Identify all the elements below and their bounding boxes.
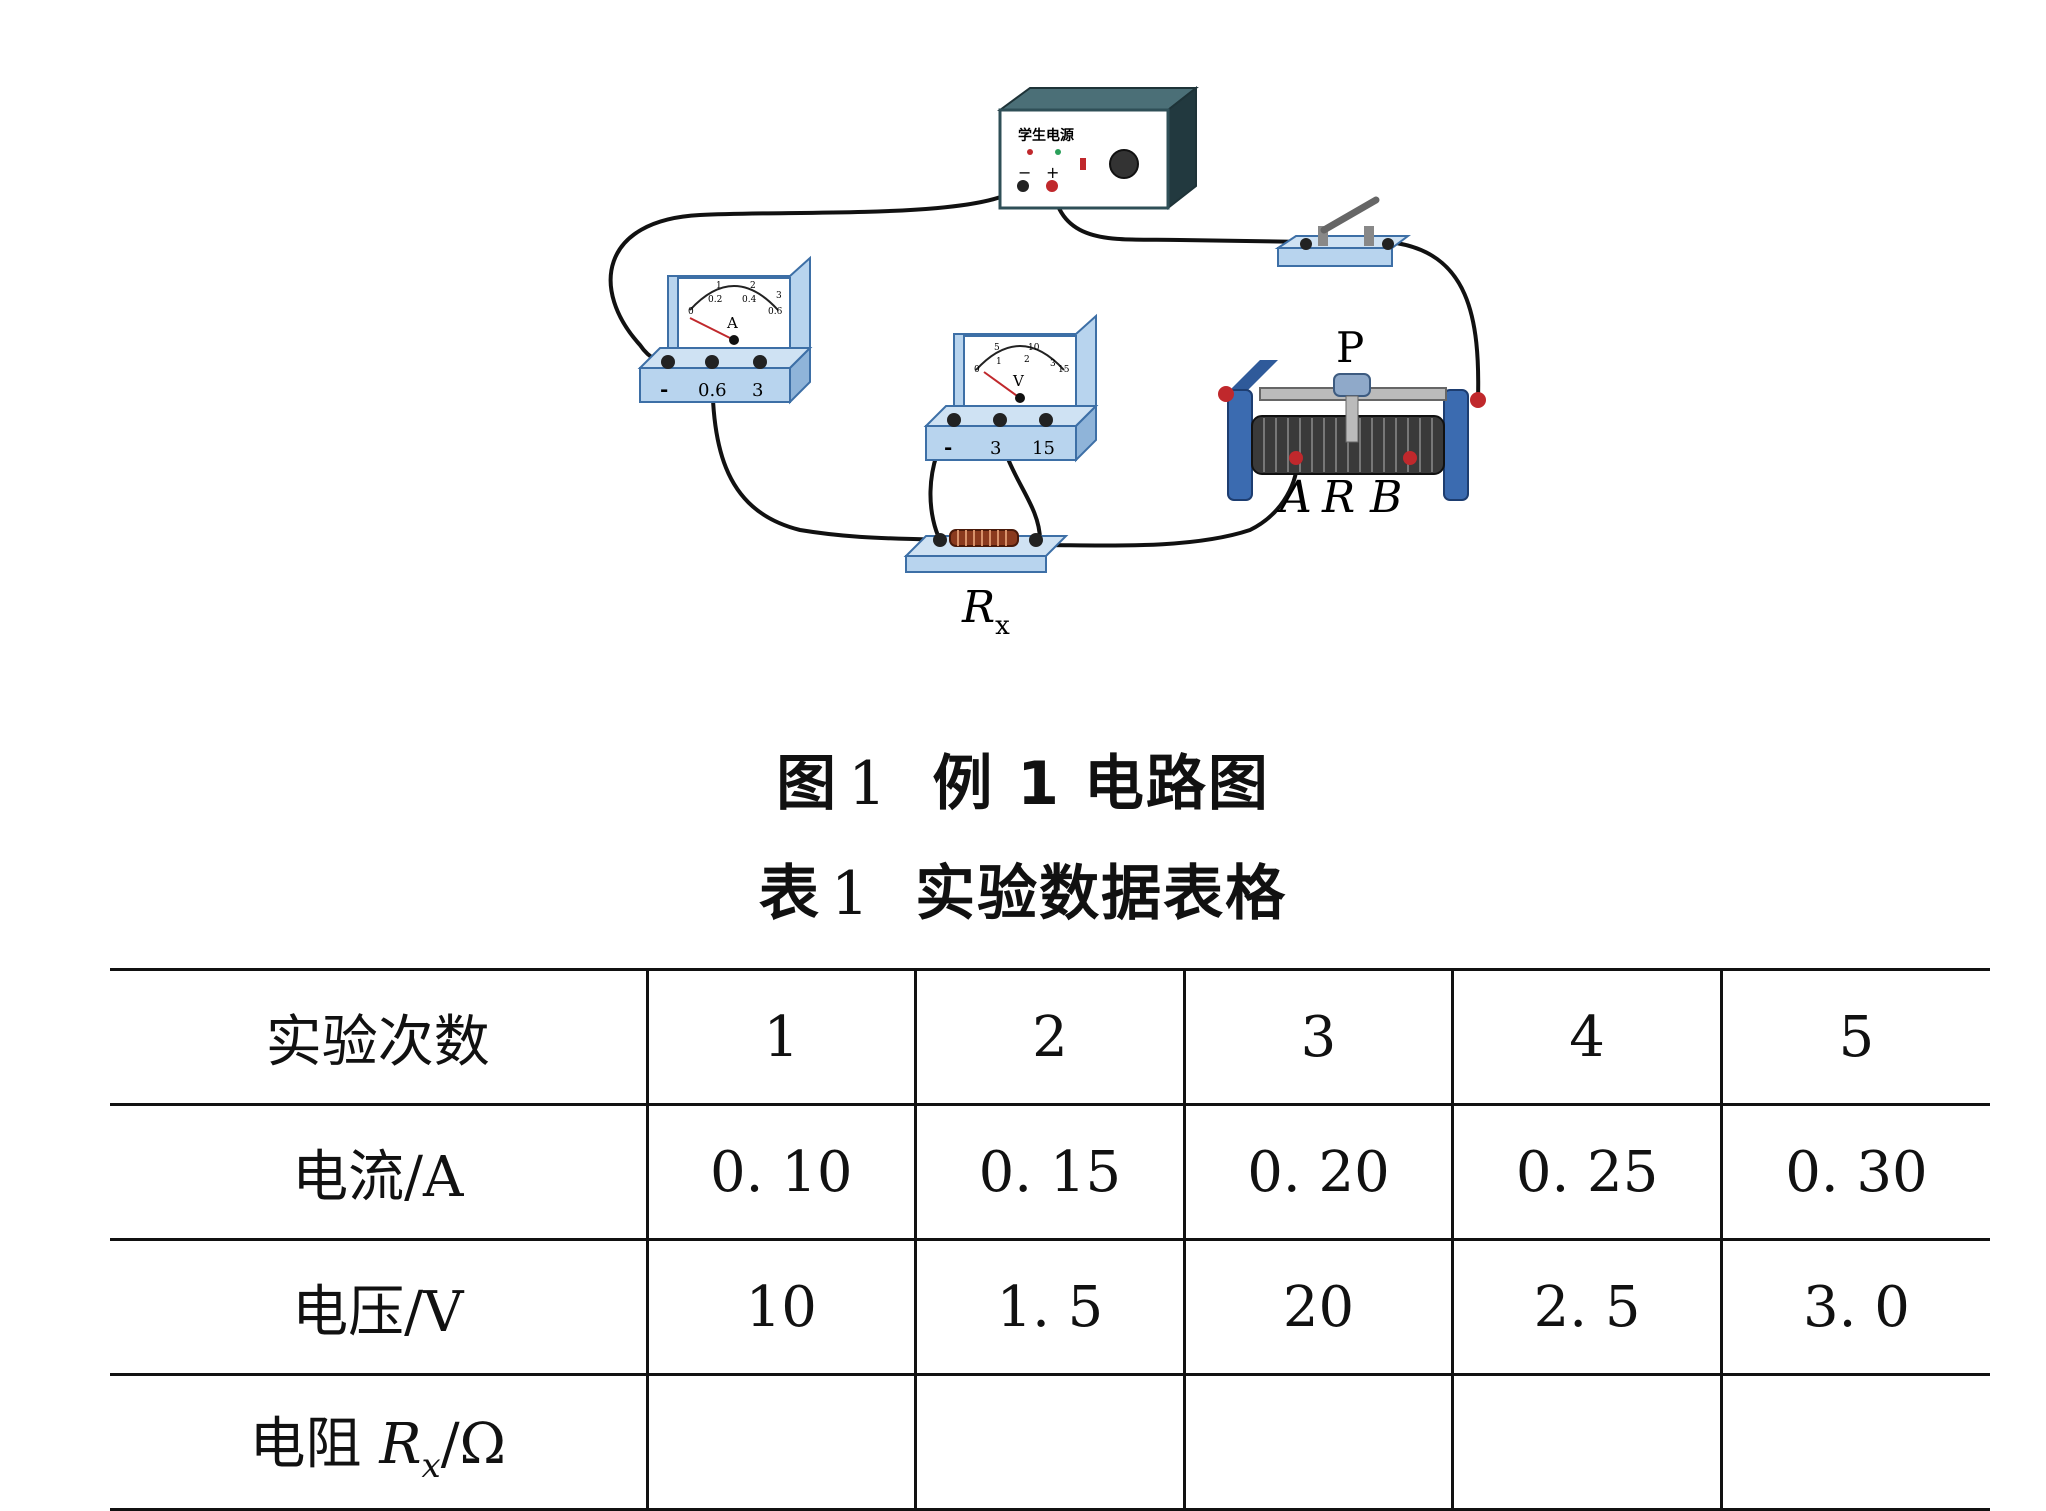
- table-cell: 4: [1451, 968, 1722, 1106]
- ammeter-tick-0: 0: [688, 307, 694, 317]
- resistance-unit: /Ω: [440, 1411, 506, 1477]
- table-cell: 3. 0: [1719, 1238, 1990, 1376]
- ammeter-outer-tick-2: 2: [750, 281, 756, 291]
- voltmeter-symbol: V: [1012, 372, 1025, 390]
- wire-ammeter-to-resistor: [710, 361, 937, 542]
- table-row-trial: 实验次数 1 2 3 4 5: [110, 968, 1990, 1106]
- resistance-label-prefix: 电阻: [249, 1411, 380, 1477]
- table-cell: [645, 1373, 916, 1511]
- row-header-current: 电流/A: [110, 1103, 647, 1241]
- power-plus-terminal: [1046, 180, 1058, 192]
- table-cell: 2: [914, 968, 1185, 1106]
- rheostat-label-b: B: [1369, 472, 1402, 523]
- table-row-resistance: 电阻 Rx/Ω: [110, 1373, 1990, 1511]
- circuit-diagram: 学生电源 − + A 0 0.2 0.4 0.6 1 2 3: [608, 85, 1486, 641]
- rheostat-label-a: A: [1276, 472, 1312, 523]
- rheostat-slider: [1333, 373, 1371, 397]
- table-cell: 5: [1719, 968, 1990, 1106]
- voltmeter-needle: [983, 371, 1021, 399]
- table-cell: 3: [1182, 968, 1453, 1106]
- voltmeter-tick-5: 5: [994, 343, 1000, 353]
- power-plus-label: +: [1046, 163, 1059, 182]
- ammeter: A 0 0.2 0.4 0.6 1 2 3 - 0.6 3: [637, 255, 813, 405]
- resistor-rx: Rx: [903, 529, 1069, 641]
- row-header-resistance: 电阻 Rx/Ω: [110, 1373, 647, 1511]
- table-cell: 10: [645, 1238, 916, 1376]
- power-minus-terminal: [1017, 180, 1029, 192]
- table-cell: 0. 10: [645, 1103, 916, 1241]
- table-cell: [1451, 1373, 1722, 1511]
- voltmeter-terminal-3: 3: [990, 438, 1001, 459]
- table-row-current: 电流/A 0. 10 0. 15 0. 20 0. 25 0. 30: [110, 1103, 1990, 1241]
- ammeter-outer-tick-1: 1: [716, 281, 722, 291]
- row-header-trial: 实验次数: [110, 968, 647, 1106]
- power-supply-label: 学生电源: [1018, 127, 1074, 144]
- wire-resistor-to-rheostat: [1039, 457, 1299, 548]
- table-cell: 20: [1182, 1238, 1453, 1376]
- wire-switch-to-rheostat: [1387, 240, 1481, 401]
- table-cell: 0. 25: [1451, 1103, 1722, 1241]
- table-cell: 2. 5: [1451, 1238, 1722, 1376]
- ammeter-terminal-minus: -: [660, 377, 668, 401]
- voltmeter-tick-15: 15: [1058, 365, 1070, 375]
- table-cell: 0. 20: [1182, 1103, 1453, 1241]
- ammeter-tick-1: 0.2: [708, 295, 722, 305]
- wire-supply-to-ammeter: [608, 181, 1025, 365]
- voltmeter-tick-0: 0: [974, 365, 980, 375]
- table-caption-number: 1: [830, 859, 872, 929]
- table-cell: 1: [645, 968, 916, 1106]
- table-caption-prefix: 表: [758, 859, 821, 929]
- ammeter-terminal-0-6: 0.6: [698, 380, 727, 401]
- ammeter-terminal-3: 3: [752, 380, 763, 401]
- power-minus-label: −: [1018, 163, 1031, 182]
- ammeter-outer-tick-3: 3: [776, 291, 782, 301]
- ammeter-tick-2: 0.4: [742, 295, 757, 305]
- ammeter-needle: [689, 317, 735, 341]
- voltmeter-inner-tick-3: 3: [1050, 359, 1056, 369]
- figure-caption-text: 例 1 电路图: [932, 749, 1270, 819]
- ammeter-symbol: A: [726, 314, 738, 332]
- table-caption-text: 实验数据表格: [915, 859, 1288, 929]
- rheostat-slider-label: P: [1336, 323, 1364, 372]
- voltmeter-terminal-15: 15: [1032, 438, 1055, 459]
- voltmeter-inner-tick-2: 2: [1024, 355, 1030, 365]
- figure-caption-prefix: 图: [776, 749, 839, 819]
- voltmeter-inner-tick-1: 1: [996, 357, 1002, 367]
- rheostat-label-r: R: [1321, 472, 1355, 523]
- experiment-data-table: 实验次数 1 2 3 4 5 电流/A 0. 10 0. 15 0. 20 0.…: [110, 968, 1990, 1511]
- voltmeter: V 0 5 10 15 1 2 3 - 3 15: [923, 313, 1099, 463]
- table-cell: 1. 5: [914, 1238, 1185, 1376]
- resistor-coil: [949, 529, 1019, 547]
- table-cell: [1182, 1373, 1453, 1511]
- resistance-subscript: x: [421, 1445, 441, 1486]
- power-knob: [1109, 149, 1139, 179]
- resistance-symbol: R: [379, 1411, 422, 1477]
- table-cell: 0. 15: [914, 1103, 1185, 1241]
- knife-switch: [1274, 196, 1411, 267]
- figure-caption-number: 1: [848, 749, 889, 819]
- switch-lever: [1320, 196, 1380, 234]
- table-cell: [914, 1373, 1185, 1511]
- resistor-label: Rx: [961, 582, 1010, 641]
- power-supply: 学生电源 − +: [996, 85, 1199, 211]
- row-header-voltage: 电压/V: [110, 1238, 647, 1376]
- voltmeter-tick-10: 10: [1028, 343, 1040, 353]
- table-cell: 0. 30: [1719, 1103, 1990, 1241]
- voltmeter-terminal-minus: -: [944, 435, 952, 459]
- ammeter-tick-3: 0.6: [768, 307, 783, 317]
- table-cell: [1719, 1373, 1990, 1511]
- table-row-voltage: 电压/V 10 1. 5 20 2. 5 3. 0: [110, 1238, 1990, 1376]
- rheostat: P A R B: [1218, 323, 1486, 523]
